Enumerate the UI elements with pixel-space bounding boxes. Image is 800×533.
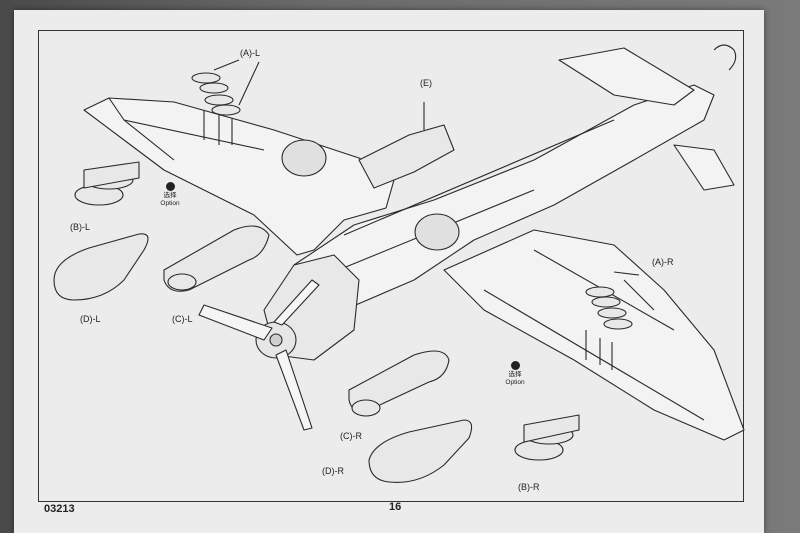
label-d-right: (D)-R xyxy=(322,466,344,476)
label-b-right: (B)-R xyxy=(518,482,540,492)
part-d-right xyxy=(368,419,473,483)
option-dot-icon xyxy=(165,182,175,191)
part-b-right xyxy=(514,414,580,461)
fuselage xyxy=(293,84,715,311)
label-e: (E) xyxy=(420,78,432,88)
part-a-left xyxy=(191,72,241,116)
option-marker-left: 选择 Option xyxy=(152,182,188,208)
right-wing xyxy=(443,229,745,441)
page-number: 16 xyxy=(389,501,402,513)
label-c-left: (C)-L xyxy=(172,314,193,324)
option-chinese-label: 选择 xyxy=(508,371,522,378)
part-d-left xyxy=(53,233,149,301)
label-a-right: (A)-R xyxy=(652,257,674,267)
aircraft-assembly-diagram xyxy=(53,44,745,483)
part-a-right xyxy=(585,286,633,330)
page-frame xyxy=(38,30,744,502)
part-e xyxy=(358,124,455,189)
option-english-label: Option xyxy=(505,379,525,386)
label-a-left: (A)-L xyxy=(240,48,260,58)
product-code: 03213 xyxy=(44,503,75,515)
label-b-left: (B)-L xyxy=(70,222,90,232)
option-dot-icon xyxy=(510,361,520,370)
left-wing xyxy=(83,97,395,256)
propeller xyxy=(198,304,273,341)
option-marker-right: 选择 Option xyxy=(497,361,533,387)
option-english-label: Option xyxy=(160,200,180,207)
part-b-left xyxy=(74,161,140,206)
label-d-left: (D)-L xyxy=(80,314,101,324)
tail-fin xyxy=(558,47,695,106)
option-chinese-label: 选择 xyxy=(163,192,177,199)
label-c-right: (C)-R xyxy=(340,431,362,441)
